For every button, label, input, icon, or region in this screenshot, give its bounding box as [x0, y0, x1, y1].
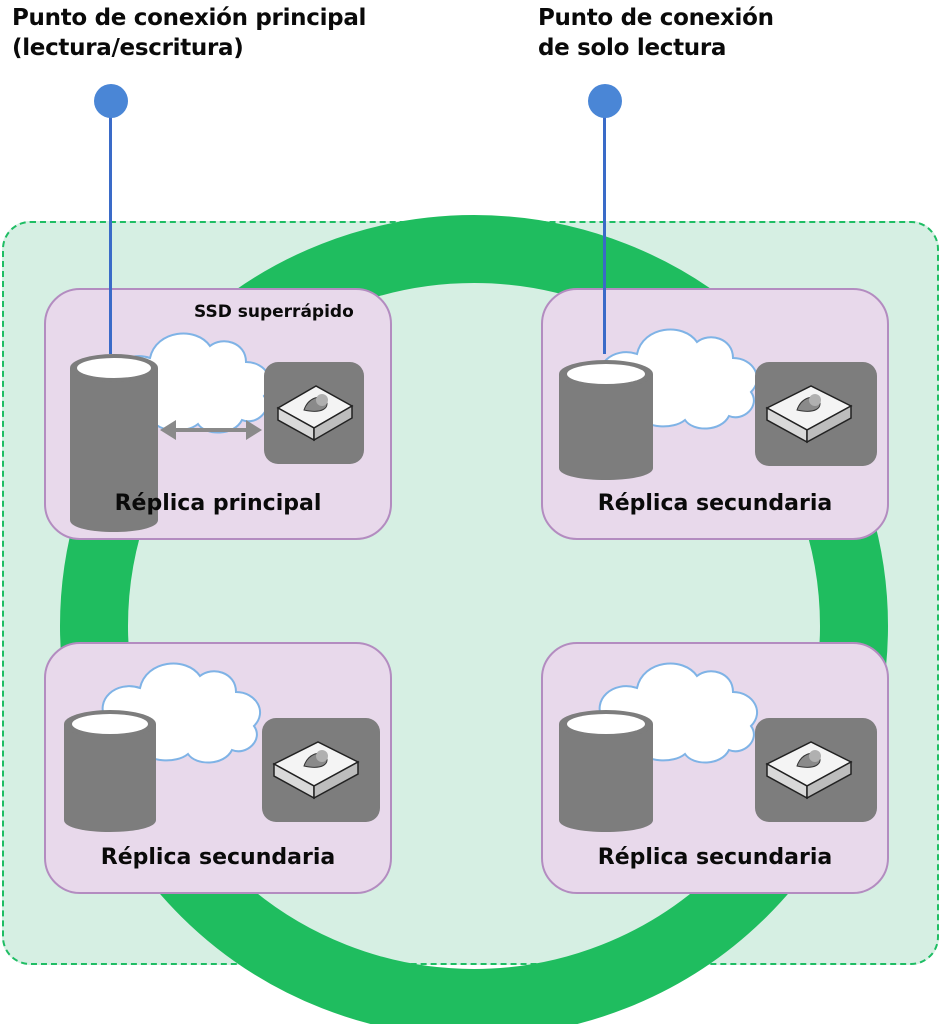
- database-icon: [70, 354, 158, 532]
- readonly-endpoint-dot-icon: [588, 84, 622, 118]
- database-icon: [64, 710, 156, 832]
- database-icon: [559, 710, 653, 832]
- replica-label: Réplica principal: [114, 491, 322, 516]
- ring-shape: [60, 215, 888, 1024]
- replica-secondary-graphics: [64, 662, 380, 832]
- ssd-drive-icon: [264, 362, 364, 464]
- primary-endpoint-label: Punto de conexión principal (lectura/esc…: [12, 3, 366, 63]
- readonly-endpoint-label: Punto de conexión de solo lectura: [538, 3, 774, 63]
- ssd-drive-icon: [262, 718, 380, 822]
- ssd-superfast-label: SSD superrápido: [194, 302, 354, 322]
- replica-label: Réplica secundaria: [597, 491, 833, 516]
- replica-secondary-bottom-right: Réplica secundaria: [541, 642, 889, 894]
- replica-secondary-graphics: [559, 662, 877, 832]
- replica-secondary-top-right: Réplica secundaria: [541, 288, 889, 540]
- primary-endpoint-label-line1: Punto de conexión principal: [12, 5, 367, 31]
- readonly-endpoint-connector: [603, 100, 606, 354]
- replica-primary-graphics: [70, 332, 364, 532]
- ssd-drive-icon: [755, 362, 877, 466]
- primary-endpoint-connector: [109, 100, 112, 354]
- replica-label: Réplica secundaria: [597, 845, 833, 870]
- replica-secondary-graphics: [559, 328, 877, 480]
- replica-primary: SSD superrápido Réplica principal: [44, 288, 392, 540]
- ssd-drive-icon: [755, 718, 877, 822]
- bidirectional-arrow-icon: [160, 420, 262, 440]
- readonly-endpoint-label-line2: de solo lectura: [538, 35, 727, 61]
- replica-secondary-bottom-left: Réplica secundaria: [44, 642, 392, 894]
- ag-always-on-label: AG Always On: [398, 190, 554, 214]
- readonly-endpoint-label-line1: Punto de conexión: [538, 5, 774, 31]
- primary-endpoint-label-line2: (lectura/escritura): [12, 35, 244, 61]
- database-icon: [559, 360, 653, 480]
- primary-endpoint-dot-icon: [94, 84, 128, 118]
- replica-label: Réplica secundaria: [100, 845, 336, 870]
